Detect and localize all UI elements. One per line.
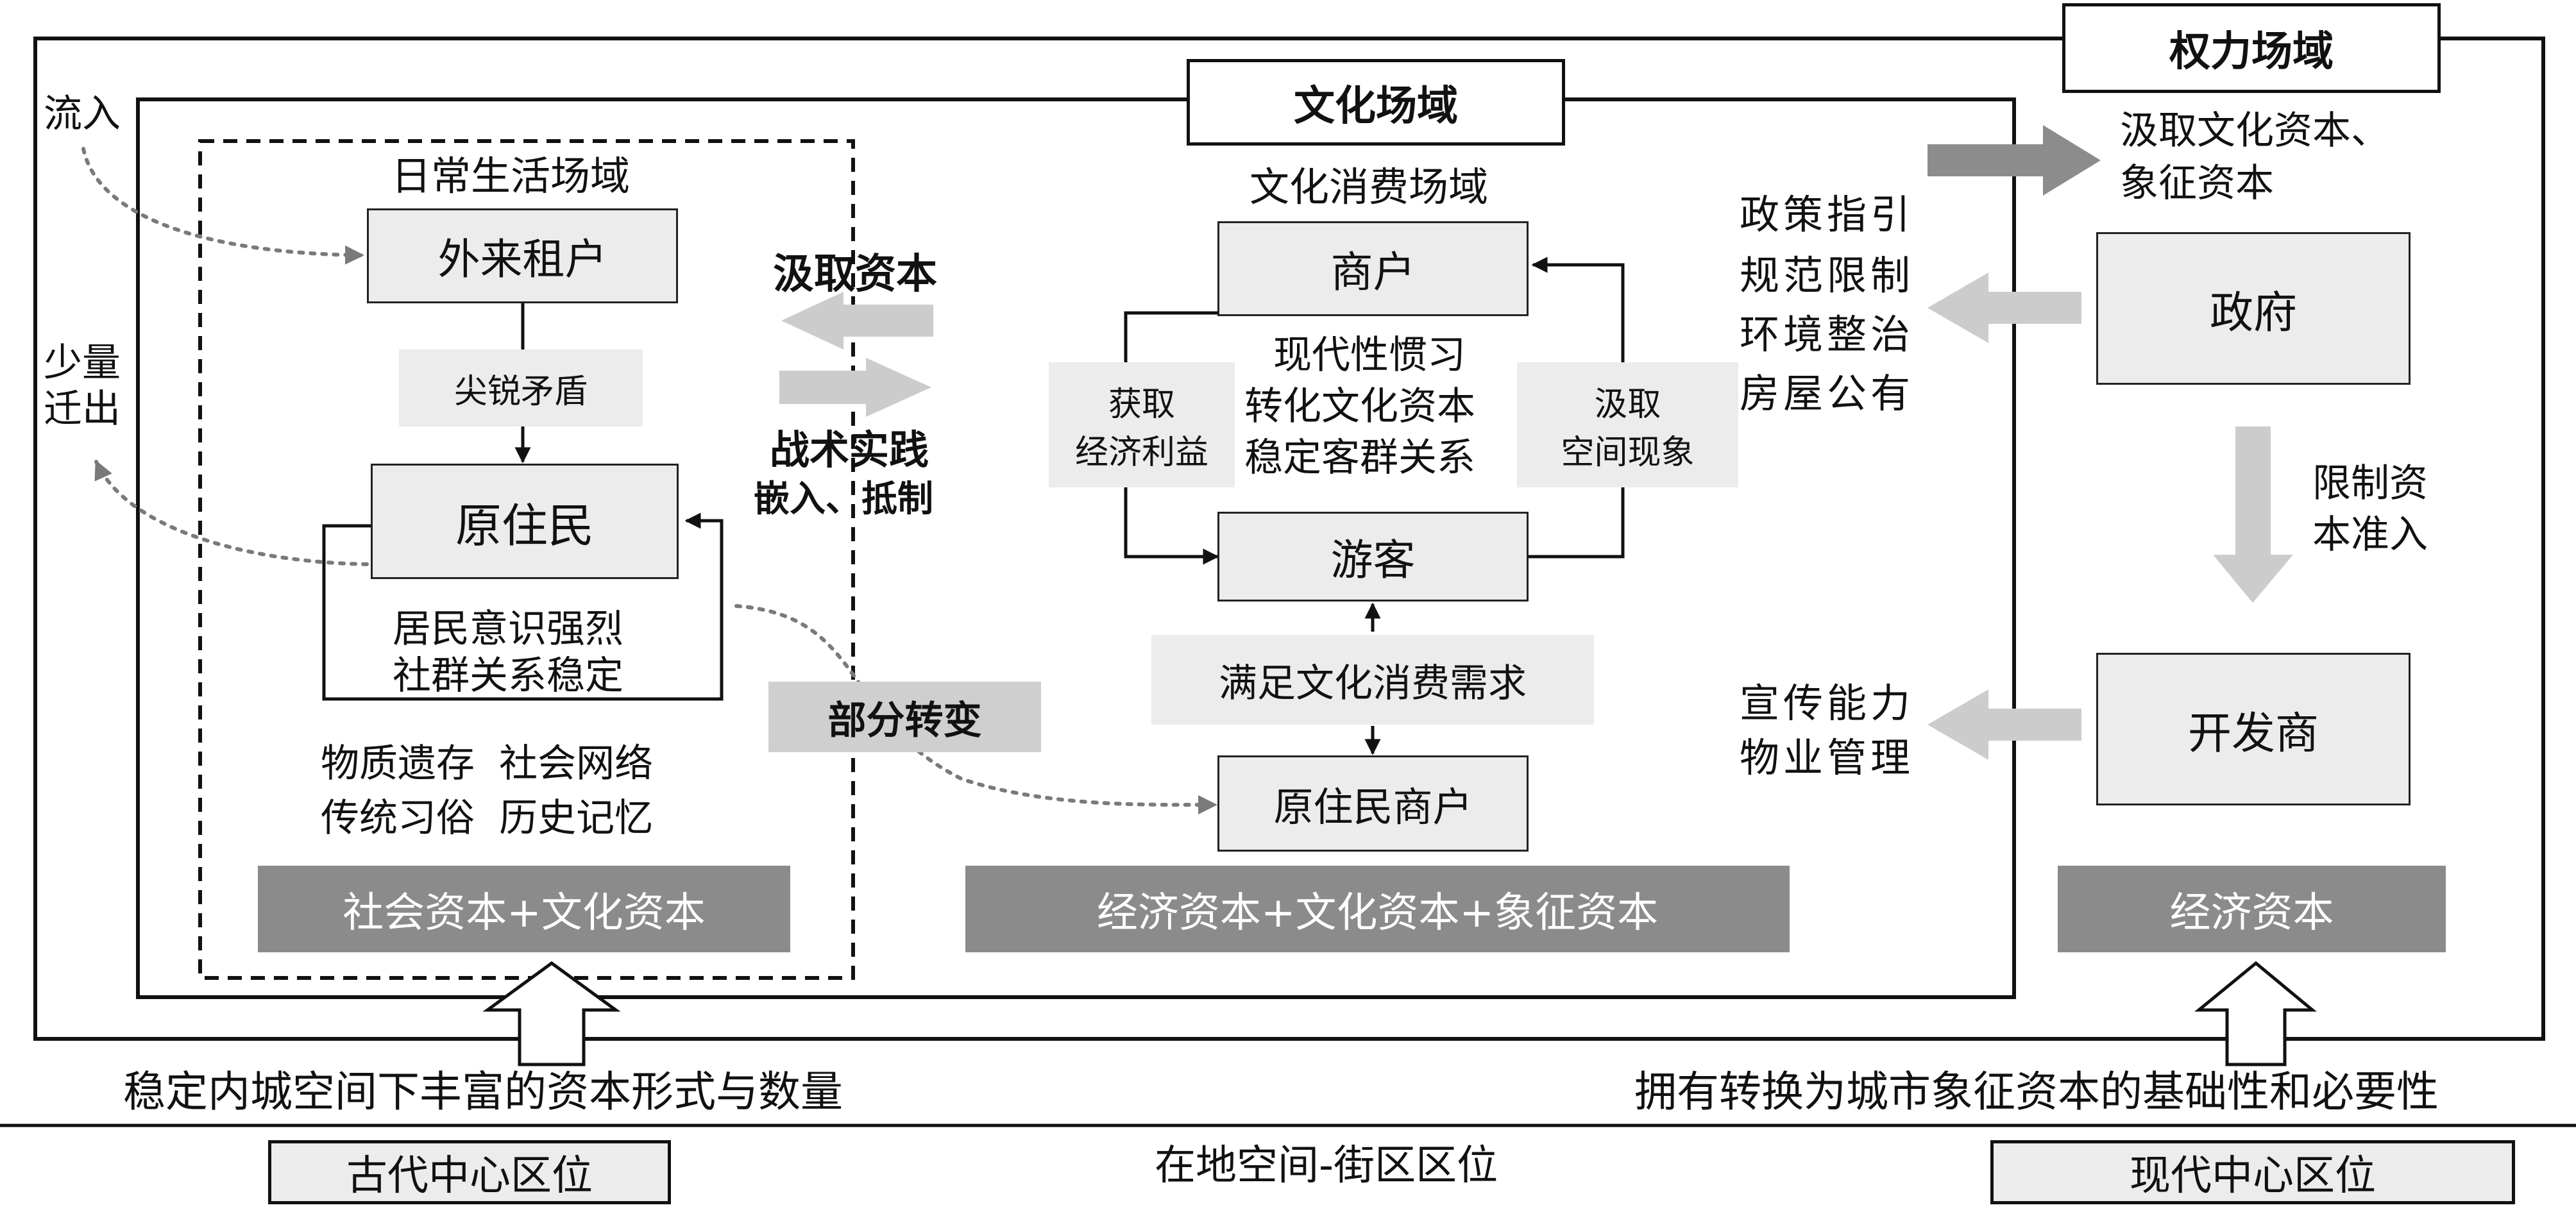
economic-capital-label: 经济资本 [2169,889,2334,937]
outflow-label-1: 少量 [44,341,121,385]
limit-capital-arrow [2213,426,2293,603]
developer-label: 开发商 [2187,708,2319,759]
developer-arrow [1928,689,2081,760]
extract-symbolic-line-2: 象征资本 [2120,161,2274,206]
modern-habits-2: 转化文化资本 [1244,384,1475,429]
partial-change-dotted-arrow [734,604,1217,815]
policy-line-4: 房屋公有 [1740,370,1915,417]
government-label: 政府 [2209,287,2297,339]
economic-cultural-symbolic-capital-label: 经济资本+文化资本+象征资本 [1096,889,1659,937]
developer-role-2: 物业管理 [1740,734,1915,781]
merchants-node: 商户 [1217,221,1529,316]
resident-trait-1: 居民意识强烈 [393,607,623,652]
gain-economic-line-1: 获取 [1108,385,1175,424]
satisfy-demand-label: 满足文化消费需求 [1219,661,1527,706]
extract-space-box: 汲取 空间现象 [1517,362,1738,487]
tactics-detail-label: 嵌入、抵制 [754,478,933,520]
culture-field-title: 文化场域 [1187,59,1565,146]
partial-change-label: 部分转变 [827,698,982,743]
left-caption: 稳定内城空间下丰富的资本形式与数量 [123,1067,843,1116]
migrant-tenants-node: 外来租户 [367,208,678,303]
native-merchants-node: 原住民商户 [1217,755,1529,852]
daily-life-field-title: 日常生活场域 [391,153,631,199]
ancient-up-arrow [482,961,621,1066]
extract-symbolic-arrow [1928,125,2101,196]
conflict-label-box: 尖锐矛盾 [399,349,643,426]
native-residents-label: 原住民 [455,498,594,553]
migrant-tenants-label: 外来租户 [437,235,607,284]
center-location-label: 在地空间-街区区位 [1155,1142,1498,1190]
extract-symbolic-line-1: 汲取文化资本、 [2120,108,2389,153]
social-cultural-capital-bar: 社会资本+文化资本 [258,866,790,952]
cultural-consumption-field-title: 文化消费场域 [1250,164,1489,210]
outflow-label-2: 迁出 [44,387,121,432]
extract-capital-arrow-shape [781,292,933,349]
modern-location-box: 现代中心区位 [1990,1140,2515,1204]
tourists-node: 游客 [1217,512,1529,602]
extract-capital-label: 汲取资本 [773,251,937,298]
outflow-dotted-arrow [94,460,380,566]
modern-habits-3: 稳定客群关系 [1244,435,1475,480]
native-merchants-label: 原住民商户 [1273,784,1473,830]
policy-arrow [1928,273,2081,343]
ancient-location-label: 古代中心区位 [346,1152,593,1200]
tactics-label: 战术实践 [770,426,929,473]
right-caption: 拥有转换为城市象征资本的基础性和必要性 [1634,1067,2439,1116]
tourists-label: 游客 [1330,535,1416,585]
power-field-title: 权力场域 [2062,3,2441,93]
policy-line-1: 政策指引 [1740,191,1915,238]
inflow-label: 流入 [44,92,121,137]
economic-capital-bar: 经济资本 [2058,866,2446,952]
limit-capital-line-2: 本准入 [2312,512,2428,557]
modern-habits-1: 现代性惯习 [1273,333,1466,378]
policy-line-3: 环境整治 [1740,311,1915,358]
tactics-arrow-shape [779,358,931,417]
culture-field-title-text: 文化场域 [1294,82,1458,130]
gain-economic-box: 获取 经济利益 [1049,362,1235,487]
modern-location-label: 现代中心区位 [2130,1152,2376,1200]
resident-loop [322,512,724,701]
economic-cultural-symbolic-capital-bar: 经济资本+文化资本+象征资本 [965,866,1790,952]
modern-up-arrow [2194,961,2317,1066]
daily-life-field-frame [198,139,855,980]
power-field-frame [33,37,2545,1041]
developer-node: 开发商 [2096,653,2411,805]
limit-capital-line-1: 限制资 [2312,461,2428,506]
culture-field-frame [136,97,2016,999]
satisfy-demand-box: 满足文化消费需求 [1151,635,1594,725]
government-node: 政府 [2096,232,2411,385]
extract-space-line-2: 空间现象 [1561,433,1695,472]
ancient-location-box: 古代中心区位 [268,1140,671,1204]
gain-economic-line-2: 经济利益 [1074,433,1208,472]
heritage-line-1: 物质遗存 社会网络 [321,741,654,786]
merchants-label: 商户 [1330,248,1416,297]
developer-role-1: 宣传能力 [1740,680,1915,727]
partial-change-box: 部分转变 [768,682,1041,752]
conflict-label: 尖锐矛盾 [453,372,588,411]
power-field-title-text: 权力场域 [2169,28,2334,76]
inflow-dotted-arrow [81,147,364,265]
native-residents-node: 原住民 [371,464,679,579]
heritage-line-2: 传统习俗 历史记忆 [321,796,654,841]
policy-line-2: 规范限制 [1740,252,1915,299]
resident-trait-2: 社群关系稳定 [393,653,623,698]
social-cultural-capital-label: 社会资本+文化资本 [343,889,706,937]
extract-space-line-1: 汲取 [1594,385,1661,424]
